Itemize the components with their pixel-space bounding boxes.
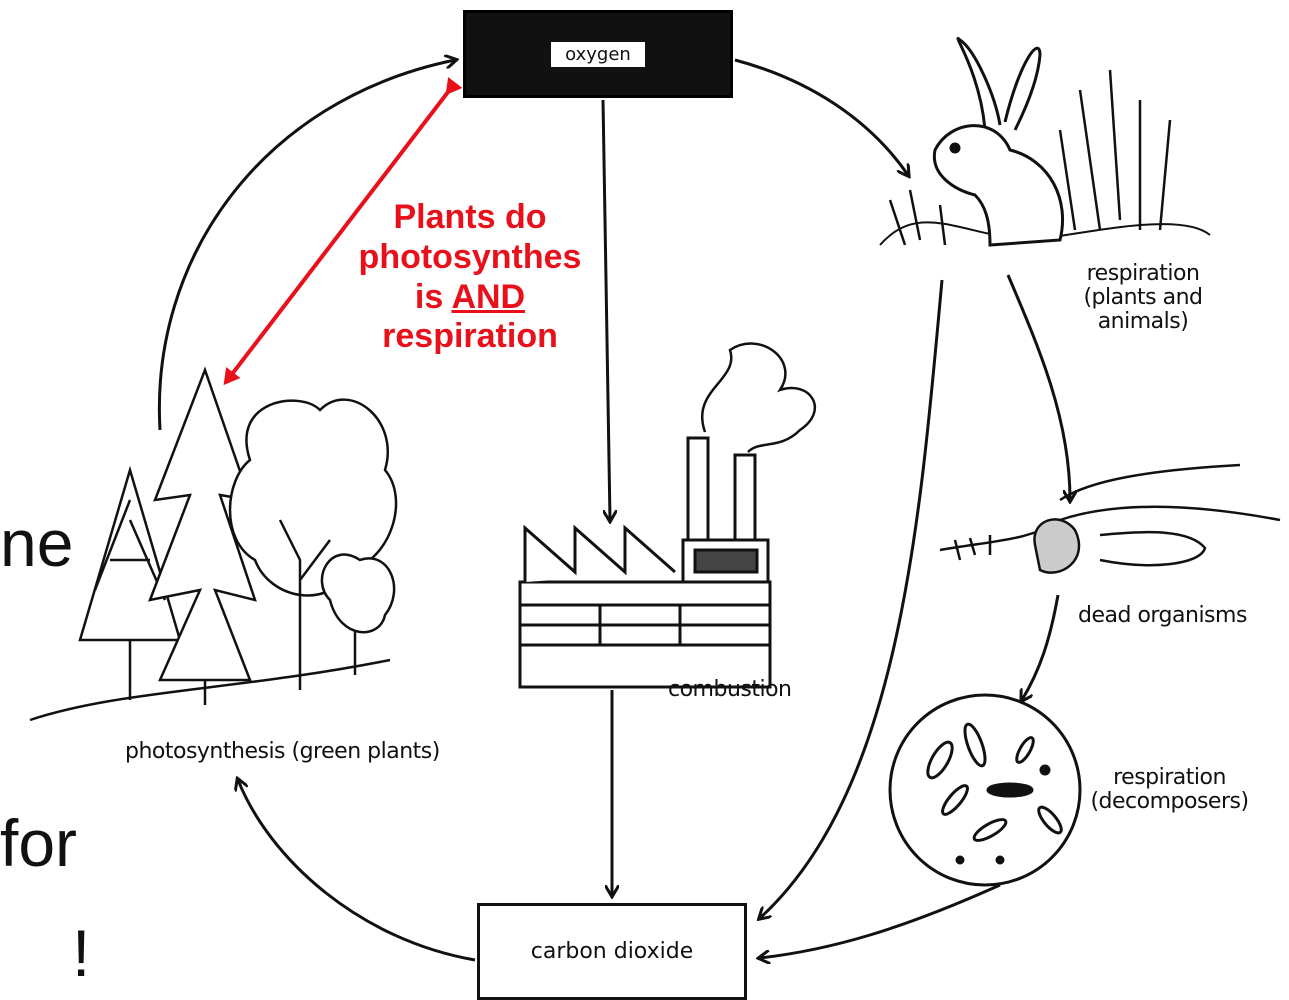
dead-organisms-label: dead organisms: [1078, 604, 1247, 628]
carbon-dioxide-label: carbon dioxide: [531, 939, 693, 964]
dead-organisms-illustration: [940, 465, 1280, 573]
respiration-line: respiration: [1068, 262, 1218, 286]
annotation-line-4: respiration: [320, 317, 620, 357]
arrow-animals-to-dead: [1008, 275, 1070, 500]
arrow-decomposers-to-co2: [760, 885, 1000, 958]
animals-line: animals): [1068, 310, 1218, 334]
arrow-co2-to-photosynthesis: [238, 780, 475, 960]
annotation-line-3: is AND: [320, 278, 620, 318]
annotation-line-3-prefix: is: [415, 278, 452, 316]
annotation-line-2: photosynthes: [320, 238, 620, 278]
plants-and-line: (plants and: [1068, 286, 1218, 310]
factory-illustration: [520, 344, 815, 687]
annotation-line-1: Plants do: [320, 198, 620, 238]
slide-text-fragment-1: ne: [0, 505, 73, 581]
oxygen-label: oxygen: [551, 42, 645, 67]
arrow-oxygen-to-animals: [735, 60, 908, 175]
annotation-emphasis-and: AND: [451, 278, 525, 316]
arrow-dead-to-decomposers: [1022, 595, 1058, 700]
decomposers-line: (decomposers): [1082, 790, 1257, 814]
decomposers-illustration: [890, 695, 1080, 885]
plants-photosynthesis-respiration-annotation: Plants do photosynthes is AND respiratio…: [320, 198, 620, 357]
respiration-line: respiration: [1082, 766, 1257, 790]
respiration-decomposers-label: respiration (decomposers): [1082, 766, 1257, 814]
respiration-plants-animals-label: respiration (plants and animals): [1068, 262, 1218, 335]
photosynthesis-label: photosynthesis (green plants): [125, 740, 440, 764]
oxygen-node: oxygen: [463, 10, 733, 98]
forest-illustration: [30, 370, 396, 720]
combustion-label: combustion: [668, 678, 792, 702]
slide-text-fragment-3: !: [72, 915, 90, 991]
rabbit-illustration: [880, 38, 1210, 245]
carbon-dioxide-node: carbon dioxide: [477, 903, 747, 1000]
slide-text-fragment-2: for: [0, 805, 77, 881]
